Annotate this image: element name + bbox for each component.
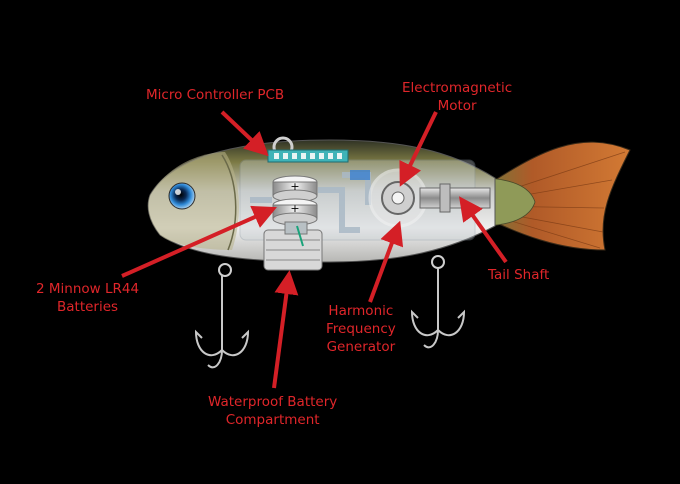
electromagnetic-motor — [368, 168, 428, 228]
rear-hook-eye — [431, 255, 445, 269]
label-harmonic-frequency-generator: Harmonic Frequency Generator — [326, 302, 396, 356]
arrow-tail-shaft — [459, 196, 508, 264]
label-motor-line1: Electromagnetic — [402, 80, 513, 96]
coil-block — [350, 170, 370, 180]
label-tail-shaft: Tail Shaft — [488, 267, 550, 283]
label-generator-line2: Frequency — [326, 321, 396, 337]
arrow-compartment — [272, 270, 299, 389]
label-compartment-line2: Compartment — [225, 412, 320, 428]
label-batteries: 2 Minnow LR44 Batteries — [36, 280, 139, 316]
front-treble-hook-icon — [194, 276, 250, 369]
gill-line — [221, 154, 237, 251]
rear-treble-hook-icon — [410, 268, 466, 349]
battery-plus-bottom: + — [290, 202, 299, 215]
pcb-chips — [274, 153, 342, 159]
label-electromagnetic-motor: Electromagnetic Motor — [402, 79, 512, 115]
shaft-collar — [439, 183, 451, 213]
arrow-generator — [368, 220, 404, 303]
fish-eye-icon — [168, 182, 196, 210]
arrow-batteries — [121, 205, 277, 278]
eye-highlight — [175, 189, 181, 195]
tail-shaft — [419, 187, 491, 209]
label-generator-line3: Generator — [326, 339, 396, 355]
battery-stack — [272, 175, 318, 226]
label-motor-line2: Motor — [437, 98, 477, 114]
label-waterproof-battery-compartment: Waterproof Battery Compartment — [208, 393, 337, 429]
label-compartment-line1: Waterproof Battery — [208, 394, 338, 410]
pointer-arrows — [121, 110, 508, 389]
waterproof-battery-compartment — [263, 221, 323, 271]
label-batteries-line2: Batteries — [57, 299, 119, 315]
label-generator-line1: Harmonic — [328, 303, 394, 319]
micro-controller-pcb — [267, 149, 349, 163]
arrow-micro-controller — [220, 110, 269, 157]
arrow-motor — [399, 111, 438, 187]
front-hook-eye — [218, 263, 232, 277]
label-batteries-line1: 2 Minnow LR44 — [36, 281, 140, 297]
label-micro-controller-pcb: Micro Controller PCB — [146, 87, 285, 103]
battery-plus-top: + — [290, 180, 299, 193]
